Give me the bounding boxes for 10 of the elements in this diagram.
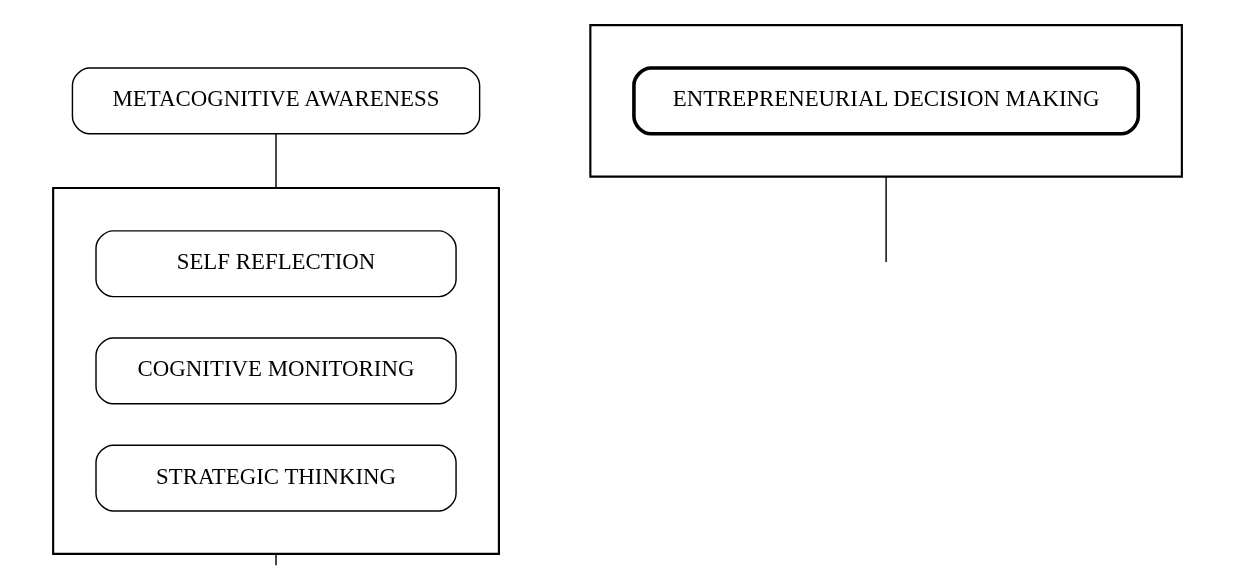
node-box: ENTREPRENEURIAL DECISION MAKING [632, 66, 1141, 136]
node-box: COGNITIVE MONITORING [95, 337, 457, 405]
node-box: METACOGNITIVE AWARENESS [71, 67, 481, 135]
connector [885, 175, 887, 263]
node-box: SELF REFLECTION [95, 230, 457, 298]
connector [275, 553, 277, 566]
cluster [589, 24, 1183, 178]
cluster [52, 186, 500, 555]
connector [275, 133, 277, 189]
node-box: STRATEGIC THINKING [95, 444, 457, 512]
